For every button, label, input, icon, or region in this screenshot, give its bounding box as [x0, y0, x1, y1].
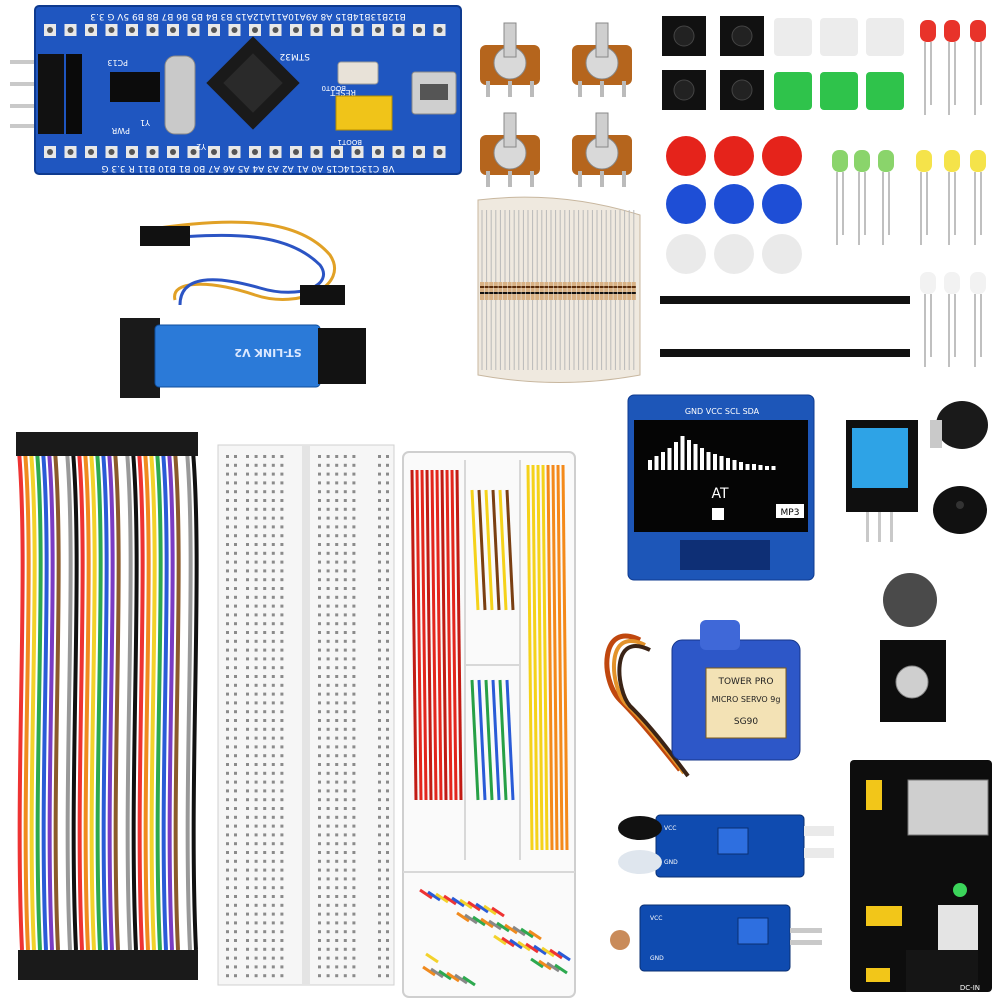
- square-keycaps: [774, 18, 904, 110]
- joystick-module: [880, 573, 946, 722]
- st-link-label: ST-LINK V2: [234, 346, 301, 359]
- potentiometers: [480, 22, 632, 187]
- white-round-cap: [714, 234, 754, 274]
- tactile-switch: [662, 16, 706, 56]
- red-round-cap: [714, 136, 754, 176]
- servo-brand: TOWER PRO: [717, 677, 773, 687]
- buzzer-passive: [933, 486, 987, 534]
- board-boot-jumpers: [335, 95, 393, 131]
- yellow-led: [916, 150, 932, 245]
- board-top-pin-labels: B12B13B14B15 A8 A9A10A11A12A15 B3 B4 B5 …: [90, 11, 406, 21]
- board-crystal: [164, 55, 196, 135]
- potentiometer: [572, 22, 632, 97]
- green-keycap: [866, 72, 904, 110]
- white-led: [920, 272, 936, 367]
- red-led: [944, 20, 960, 115]
- potentiometer: [480, 112, 540, 187]
- board-chip-label: STM32: [280, 51, 310, 61]
- potentiometer: [572, 112, 632, 187]
- jumper-wires-bundle: [16, 432, 199, 980]
- joystick-cap: [883, 573, 937, 627]
- red-round-cap: [666, 136, 706, 176]
- board-reset-label: RESET: [330, 88, 356, 97]
- white-round-cap: [666, 234, 706, 274]
- oled-display-module: GND VCC SCL SDA AT MP3: [627, 394, 815, 581]
- ir-sensor-vcc: VCC: [664, 825, 676, 832]
- pin-header-strips: [660, 296, 910, 357]
- red-round-cap: [762, 136, 802, 176]
- green-keycap: [774, 72, 812, 110]
- red-led: [970, 20, 986, 115]
- board-boot0-label: BOOT0: [322, 84, 346, 92]
- breadboard-power-module: DC-IN: [850, 760, 992, 992]
- leds: [832, 20, 986, 367]
- board-side-header-pins: [10, 60, 38, 128]
- green-led: [854, 150, 870, 245]
- resistor-assortment: [477, 196, 641, 383]
- yellow-led: [944, 150, 960, 245]
- tactile-switch: [662, 70, 706, 110]
- servo-model: MICRO SERVO 9g: [712, 695, 781, 704]
- board-boot1-label: BOOT1: [338, 138, 362, 146]
- oled-mp3-label: MP3: [781, 508, 800, 518]
- ir-sensor-gnd: GND: [664, 859, 678, 866]
- tactile-switch: [720, 16, 764, 56]
- st-link-programmer: ST-LINK V2: [120, 220, 366, 398]
- oled-header-pins: GND VCC SCL SDA: [685, 407, 760, 416]
- servo-motor: TOWER PRO MICRO SERVO 9g SG90: [604, 620, 801, 778]
- light-sensor-module: VCC GND: [610, 904, 822, 972]
- breadboard: [217, 444, 395, 986]
- board-pwr-label: PWR: [111, 126, 130, 135]
- stm32-board: B12B13B14B15 A8 A9A10A11A12A15 B3 B4 B5 …: [10, 5, 462, 175]
- tactile-switch: [720, 70, 764, 110]
- white-keycap: [866, 18, 904, 56]
- dht11-sensor: [846, 420, 918, 542]
- round-keycaps: [666, 136, 802, 274]
- servo-part: SG90: [734, 717, 758, 727]
- white-led: [944, 272, 960, 367]
- green-led: [878, 150, 894, 245]
- board-bottom-pin-row: [44, 146, 446, 158]
- power-module-label: DC-IN: [960, 984, 980, 992]
- oled-status-text: AT: [711, 486, 728, 502]
- board-bottom-pin-labels: VB C13C14C15 A0 A1 A2 A3 A4 A5 A6 A7 B0 …: [101, 163, 394, 173]
- green-led: [832, 150, 848, 245]
- buzzer-active: [930, 401, 988, 449]
- light-sensor-gnd: GND: [650, 955, 664, 962]
- board-reset-button: [337, 61, 379, 85]
- board-pc13-label: PC13: [107, 58, 128, 67]
- jumper-wire-kit-box: [402, 451, 576, 998]
- blue-round-cap: [762, 184, 802, 224]
- white-led: [970, 272, 986, 367]
- board-y1-label: Y1: [140, 118, 151, 127]
- red-led: [920, 20, 936, 115]
- blue-round-cap: [666, 184, 706, 224]
- ir-obstacle-sensor: VCC GND: [618, 814, 834, 878]
- yellow-led: [970, 150, 986, 245]
- white-round-cap: [762, 234, 802, 274]
- light-sensor-vcc: VCC: [650, 915, 662, 922]
- blue-round-cap: [714, 184, 754, 224]
- board-y2-label: Y2: [196, 142, 207, 151]
- white-keycap: [774, 18, 812, 56]
- green-keycap: [820, 72, 858, 110]
- tactile-switches: [662, 16, 764, 110]
- white-keycap: [820, 18, 858, 56]
- board-regulator: [110, 72, 160, 102]
- oled-pause-icon: [712, 508, 724, 520]
- potentiometer: [480, 22, 540, 97]
- board-top-pin-row: [44, 24, 446, 36]
